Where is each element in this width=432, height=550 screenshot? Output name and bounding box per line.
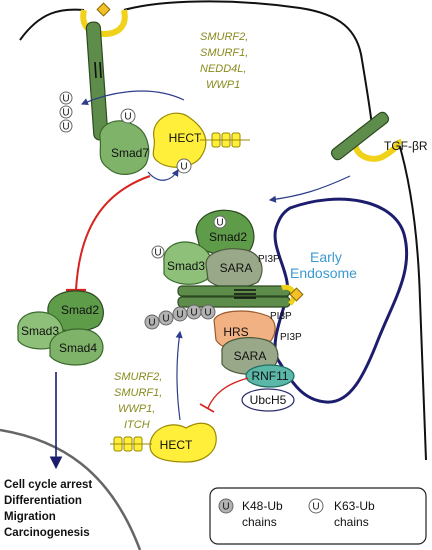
- e3-ligase-list-bottom: SMURF2, SMURF1, WWP1, ITCH: [114, 371, 162, 431]
- ub-label: U: [162, 314, 169, 325]
- ub-label: U: [176, 310, 183, 321]
- endosome-label: Early: [310, 249, 342, 265]
- hect-label: HECT: [169, 131, 202, 145]
- ub-transfer-arrow: [80, 90, 185, 105]
- legend-k63-label: K63-Ub: [334, 499, 375, 513]
- receptor-label: TGF-βR: [384, 139, 428, 153]
- rnf11-inhibition-bar: [199, 403, 215, 413]
- ub-label: U: [180, 162, 187, 173]
- ub-label: U: [154, 248, 161, 259]
- e3-ligase-name: NEDD4L,: [200, 63, 246, 75]
- outcome-item: Cell cycle arrest: [4, 479, 92, 491]
- hrs-label: HRS: [223, 325, 248, 339]
- ub-label: U: [62, 122, 69, 133]
- inhibition-line: [75, 175, 151, 291]
- cell-membrane: [19, 0, 373, 127]
- degradation-arrow: [175, 330, 183, 421]
- legend: U K48-Ub chains U K63-Ub chains: [209, 487, 427, 545]
- smad7-protein: U Smad7: [99, 108, 149, 175]
- internalization-arrow: [268, 175, 351, 203]
- hrs-complex: HRS PI3P SARA PI3P RNF11 UbcH5: [213, 310, 302, 412]
- outcome-item: Carcinogenesis: [4, 527, 90, 539]
- receptor-right: TGF-βR: [330, 111, 428, 162]
- smad-sara-complex: Smad2 U Smad3 U SARA PI3P: [151, 209, 280, 289]
- smad-trimer-complex: Smad2 Smad3 Smad4: [17, 290, 104, 366]
- e3-ligase-name: SMURF1,: [114, 387, 162, 399]
- smad3-label: Smad3: [167, 259, 205, 273]
- nucleus-membrane: [0, 428, 142, 550]
- outcome-item: Migration: [4, 511, 56, 523]
- sara-label: SARA: [220, 261, 253, 275]
- ub-label: U: [62, 108, 69, 119]
- ub-transfer-arrow: [147, 168, 179, 181]
- e3-ligase-name: WWP1,: [118, 403, 155, 415]
- outcome-item: Differentiation: [4, 495, 82, 507]
- complex-smad4-label: Smad4: [59, 341, 97, 355]
- e3-ligase-name: ITCH: [124, 419, 150, 431]
- rnf11-label: RNF11: [251, 369, 288, 383]
- e3-ligase-name: WWP1: [206, 79, 240, 91]
- legend-k48-label: chains: [242, 515, 277, 529]
- k63-swatch: [308, 498, 324, 514]
- cell-membrane-lower: [397, 139, 427, 461]
- e3-ligase-list-top: SMURF2, SMURF1, NEDD4L, WWP1: [200, 31, 248, 91]
- receptor-endosome: [177, 284, 304, 308]
- ub-label: U: [148, 318, 155, 329]
- k48-swatch: [218, 498, 234, 514]
- ub-label: U: [190, 308, 197, 319]
- early-endosome: [273, 197, 409, 404]
- receptor-top: [80, 2, 128, 141]
- smad7-label: Smad7: [111, 146, 149, 160]
- complex-smad3-label: Smad3: [21, 324, 59, 338]
- hect-ligase-bottom: HECT: [110, 422, 217, 463]
- e3-ligase-name: SMURF1,: [200, 47, 248, 59]
- pi3p-label: PI3P: [280, 332, 302, 343]
- pi3p-label: PI3P: [258, 254, 280, 265]
- ub-label: U: [216, 218, 223, 229]
- hect-ligase-top: HECT U: [152, 112, 250, 174]
- pi3p-label: PI3P: [270, 311, 292, 322]
- ub-label: U: [222, 502, 229, 513]
- sara-label-2: SARA: [234, 349, 267, 363]
- legend-k48-label: K48-Ub: [242, 499, 283, 513]
- ub-label: U: [62, 94, 69, 105]
- ub-label: U: [124, 112, 131, 123]
- ub-chain-top: U U U: [59, 91, 73, 133]
- legend-k63-label: chains: [334, 515, 369, 529]
- hect-label-2: HECT: [160, 438, 193, 452]
- endosome-label: Endosome: [290, 265, 357, 281]
- smad2-label: Smad2: [209, 230, 247, 244]
- e3-ligase-name: SMURF2,: [200, 31, 248, 43]
- complex-smad2-label: Smad2: [61, 303, 99, 317]
- rnf11-inhibition: [207, 377, 249, 409]
- e3-ligase-name: SMURF2,: [114, 371, 162, 383]
- ub-chain-k48: U U U U U: [144, 304, 216, 330]
- ub-label: U: [312, 502, 319, 513]
- ubch5-label: UbcH5: [250, 393, 287, 407]
- cellular-outcomes: Cell cycle arrest Differentiation Migrat…: [4, 479, 92, 539]
- ub-label: U: [204, 308, 211, 319]
